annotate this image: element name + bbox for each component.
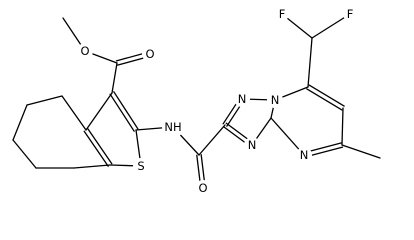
- single-bond: [73, 164, 111, 169]
- atom-labels: O O NH S O N N N N F F: [77, 7, 357, 196]
- atom-label-fluorine-1: F: [279, 7, 286, 21]
- atom-label-ester-carbonyl-o: O: [145, 47, 154, 61]
- double-bond: [87, 128, 113, 165]
- single-bond: [61, 95, 87, 131]
- single-bond: [341, 144, 381, 159]
- double-bond: [109, 93, 135, 132]
- atom-label-background: [267, 92, 283, 108]
- single-bond: [270, 117, 305, 156]
- atom-label-background: [275, 7, 289, 21]
- atom-label-amide-nh: NH: [164, 120, 181, 134]
- single-bond: [12, 104, 28, 141]
- atom-label-background: [162, 116, 184, 138]
- single-bond: [311, 13, 351, 39]
- double-bond: [308, 84, 345, 107]
- atom-label-triazole-n3: N: [248, 138, 257, 152]
- single-bond: [26, 95, 63, 106]
- atom-label-background: [142, 46, 158, 62]
- single-bond: [111, 62, 118, 94]
- double-bond: [83, 130, 109, 167]
- atom-label-pyrimidine-n: N: [300, 148, 309, 162]
- atom-label-background: [77, 43, 93, 59]
- atom-label-background: [244, 137, 260, 153]
- atom-label-background: [234, 91, 250, 107]
- molecule-structure: O O NH S O N N N N F F: [12, 7, 381, 196]
- atom-label-background: [343, 7, 357, 21]
- single-bond: [198, 124, 226, 156]
- atom-label-fluorine-2: F: [347, 7, 354, 21]
- single-bond: [307, 37, 313, 88]
- single-bond: [12, 139, 37, 169]
- single-bond: [85, 92, 113, 131]
- atom-label-ester-ether-o: O: [80, 44, 89, 58]
- atom-label-triazole-n1: N: [238, 92, 247, 106]
- atom-label-background: [133, 158, 149, 174]
- single-bond: [341, 107, 344, 146]
- double-bond: [306, 88, 343, 111]
- atom-label-background: [296, 147, 312, 163]
- atom-label-background: [195, 180, 211, 196]
- atom-label-triazole-n2: N: [271, 93, 280, 107]
- double-bond: [113, 91, 139, 130]
- atom-label-thiophene-s: S: [137, 159, 144, 173]
- bond-lines: [12, 13, 381, 189]
- atom-label-amide-carbonyl-o: O: [198, 181, 207, 195]
